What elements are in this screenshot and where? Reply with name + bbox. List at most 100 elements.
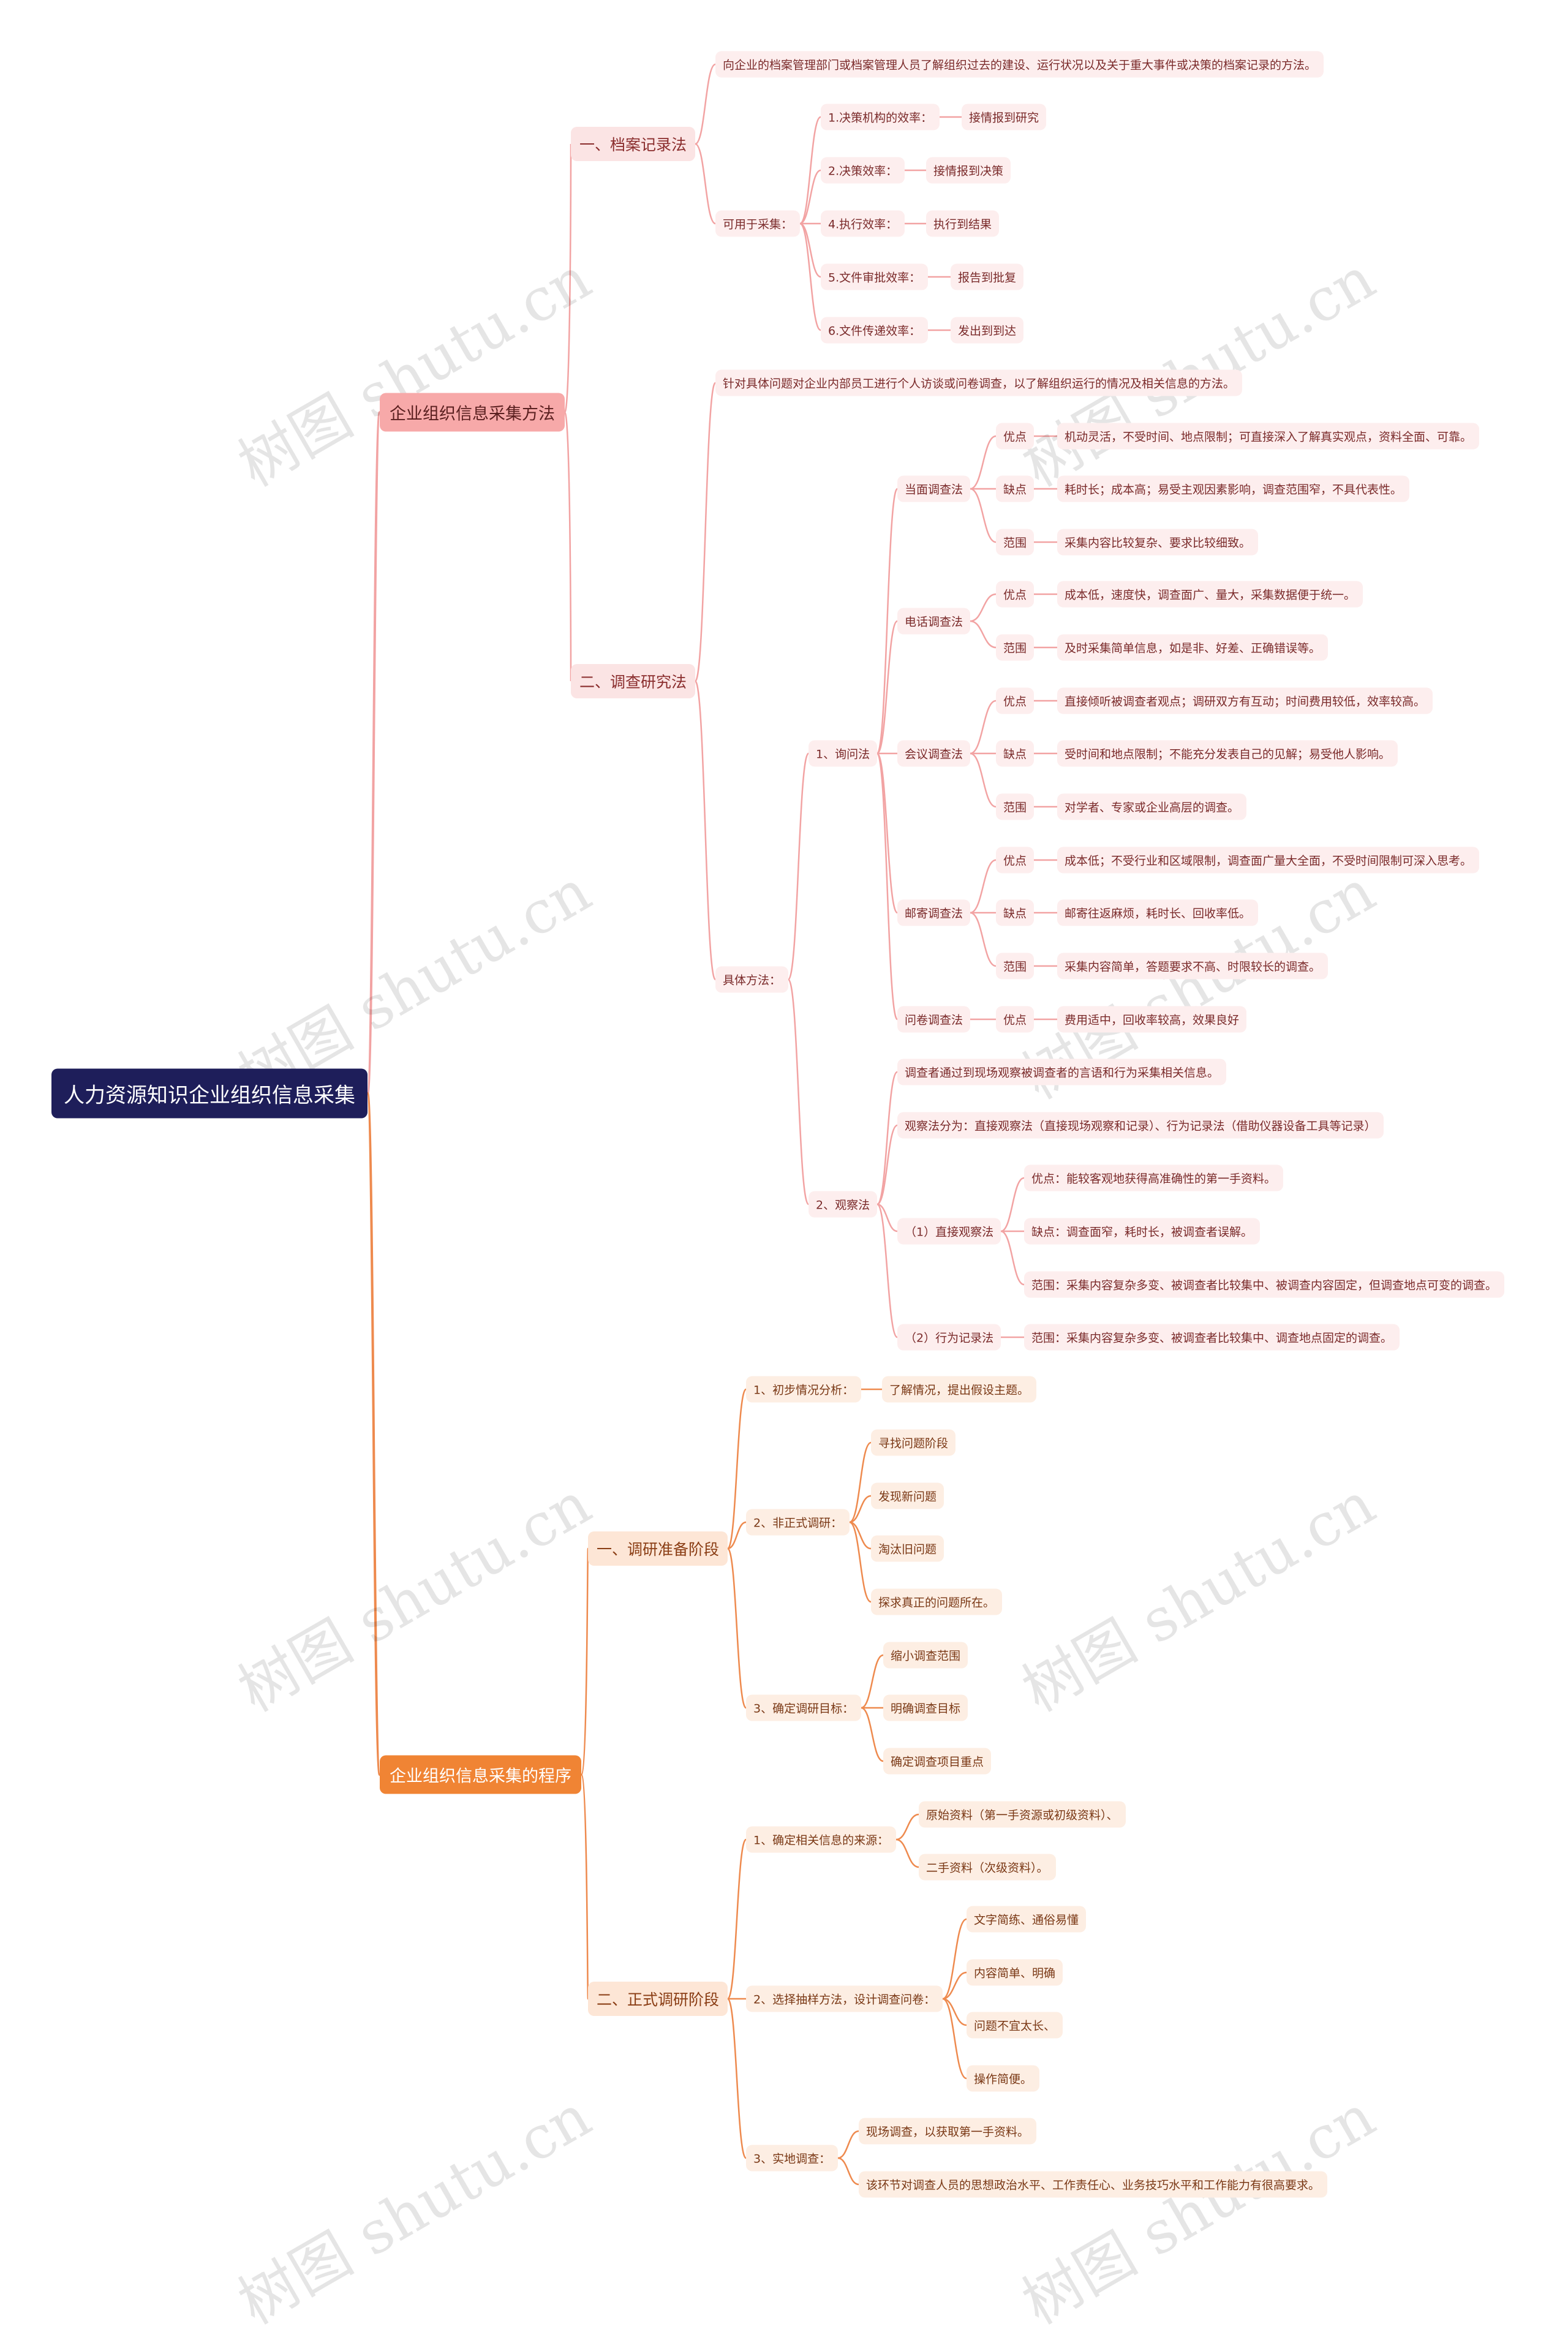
archive-item-key: 4.执行效率： (821, 210, 905, 237)
record-scope: 范围：采集内容复杂多变、被调查者比较集中、调查地点固定的调查。 (1024, 1324, 1400, 1351)
branch-methods[interactable]: 企业组织信息采集方法 (380, 393, 565, 432)
prep-step-2-item: 淘汰旧问题 (871, 1535, 944, 1562)
formal-step-2: 2、选择抽样方法，设计调查问卷： (746, 1985, 943, 2012)
prep-step-1-value: 了解情况，提出假设主题。 (882, 1376, 1037, 1403)
mail-survey[interactable]: 邮寄调查法 (897, 899, 971, 926)
connector-lines (366, 63, 1057, 2186)
questionnaire-pros: 费用适中，回收率较高，效果良好 (1057, 1006, 1247, 1033)
meeting-pros-label: 优点 (996, 687, 1035, 714)
direct-scope: 范围：采集内容复杂多变、被调查者比较集中、被调查内容固定，但调查地点可变的调查。 (1024, 1271, 1505, 1298)
phone-scope-label: 范围 (996, 634, 1035, 661)
face-pros-label: 优点 (996, 423, 1035, 450)
connector (726, 1998, 747, 2159)
mail-cons: 邮寄往返麻烦，耗时长、回收率低。 (1057, 899, 1259, 926)
connector (861, 1654, 884, 1709)
archive-item-value: 报告到批复 (951, 263, 1024, 290)
connector (727, 1521, 747, 1550)
connector (876, 620, 899, 755)
connector (787, 752, 810, 981)
connector (970, 488, 997, 543)
prep-stage[interactable]: 一、调研准备阶段 (588, 1531, 728, 1566)
inquiry-method[interactable]: 1、询问法 (809, 740, 878, 767)
archive-usable: 可用于采集： (715, 210, 801, 237)
face-cons: 耗时长；成本高；易受主观因素影响，调查范围窄，不具代表性。 (1057, 475, 1410, 502)
survey-desc: 针对具体问题对企业内部员工进行个人访谈或问卷调查，以了解组织运行的情况及相关信息… (715, 369, 1243, 396)
meeting-pros: 直接倾听被调查者观点；调研双方有互动；时间费用较低，效率较高。 (1057, 687, 1433, 714)
face-survey[interactable]: 当面调查法 (897, 475, 971, 502)
mail-pros-label: 优点 (996, 847, 1035, 874)
formal-step-3-item: 该环节对调查人员的思想政治水平、工作责任心、业务技巧水平和工作能力有很高要求。 (859, 2171, 1328, 2198)
face-scope: 采集内容比较复杂、要求比较细致。 (1057, 529, 1259, 556)
formal-step-2-item: 操作简便。 (967, 2065, 1040, 2092)
prep-step-3-item: 明确调查目标 (883, 1694, 968, 1721)
archive-desc: 向企业的档案管理部门或档案管理人员了解组织过去的建设、运行状况以及关于重大事件或… (715, 51, 1324, 78)
connector (694, 382, 717, 682)
connector (564, 411, 572, 682)
meeting-scope: 对学者、专家或企业高层的调查。 (1057, 793, 1247, 820)
connector (837, 2130, 859, 2159)
meeting-cons-label: 缺点 (996, 740, 1035, 767)
archive-item-key: 1.决策机构的效率： (821, 104, 940, 130)
formal-step-3-item: 现场调查，以获取第一手资料。 (859, 2118, 1037, 2145)
connector (849, 1441, 872, 1523)
mail-pros: 成本低；不受行业和区域限制，调查面广量大全面，不受时间限制可深入思考。 (1057, 847, 1480, 874)
connector (942, 1971, 967, 2000)
phone-pros: 成本低，速度快，调查面广、量大，采集数据便于统一。 (1057, 581, 1363, 608)
connector (970, 700, 997, 755)
branch-procedure[interactable]: 企业组织信息采集的程序 (380, 1755, 581, 1794)
archive-item-key: 5.文件审批效率： (821, 263, 929, 290)
connector (942, 1998, 967, 2026)
archive-method[interactable]: 一、档案记录法 (571, 127, 696, 161)
connector (787, 978, 810, 1206)
connector (799, 169, 821, 225)
direct-observation[interactable]: （1）直接观察法 (897, 1218, 1001, 1245)
connector (970, 593, 997, 622)
mail-cons-label: 缺点 (996, 899, 1035, 926)
connector (1000, 1230, 1025, 1286)
prep-step-3-item: 缩小调查范围 (883, 1642, 968, 1669)
connector (726, 1547, 747, 1709)
prep-step-2: 2、非正式调研： (746, 1509, 850, 1536)
connector (861, 1707, 884, 1762)
record-observation[interactable]: （2）行为记录法 (897, 1324, 1001, 1351)
prep-step-2-item: 发现新问题 (871, 1482, 944, 1509)
connector (895, 1838, 919, 1868)
prep-step-3: 3、确定调研目标： (746, 1694, 862, 1721)
archive-item-value: 接情报到决策 (926, 157, 1011, 184)
connector (694, 680, 717, 981)
formal-stage[interactable]: 二、正式调研阶段 (588, 1982, 728, 2016)
phone-pros-label: 优点 (996, 581, 1035, 608)
direct-cons: 缺点：调查面窄，耗时长，被调查者误解。 (1024, 1218, 1261, 1245)
observation-method[interactable]: 2、观察法 (809, 1191, 878, 1218)
questionnaire-pros-label: 优点 (996, 1006, 1035, 1033)
survey-method[interactable]: 二、调查研究法 (571, 664, 696, 698)
questionnaire-survey[interactable]: 问卷调查法 (897, 1006, 971, 1033)
connector (1000, 1177, 1025, 1232)
prep-step-3-item: 确定调查项目重点 (883, 1748, 992, 1775)
connector (970, 859, 997, 914)
connector (837, 2157, 859, 2186)
phone-survey[interactable]: 电话调查法 (897, 608, 971, 635)
connector (942, 1998, 967, 2080)
meeting-survey[interactable]: 会议调查法 (897, 740, 971, 767)
root-node[interactable]: 人力资源知识企业组织信息采集 (51, 1068, 368, 1119)
connector (580, 1773, 589, 2000)
connector (799, 116, 821, 225)
mail-scope: 采集内容简单，答题要求不高、时限较长的调查。 (1057, 953, 1329, 979)
archive-item-value: 接情报到研究 (962, 104, 1047, 130)
connector (849, 1521, 872, 1603)
connector (876, 1071, 899, 1206)
archive-item-value: 执行到结果 (926, 210, 1000, 237)
phone-scope: 及时采集简单信息，如是非、好差、正确错误等。 (1057, 634, 1329, 661)
connector (970, 620, 997, 649)
formal-step-2-item: 内容简单、明确 (967, 1959, 1063, 1986)
connector (876, 1124, 898, 1206)
connector (799, 222, 821, 331)
connector (876, 1203, 898, 1232)
connector (849, 1495, 872, 1523)
connector (564, 143, 572, 413)
prep-step-1: 1、初步情况分析： (746, 1376, 862, 1403)
formal-step-2-item: 问题不宜太长、 (967, 2012, 1063, 2039)
connector (695, 63, 716, 145)
connector (695, 143, 716, 225)
